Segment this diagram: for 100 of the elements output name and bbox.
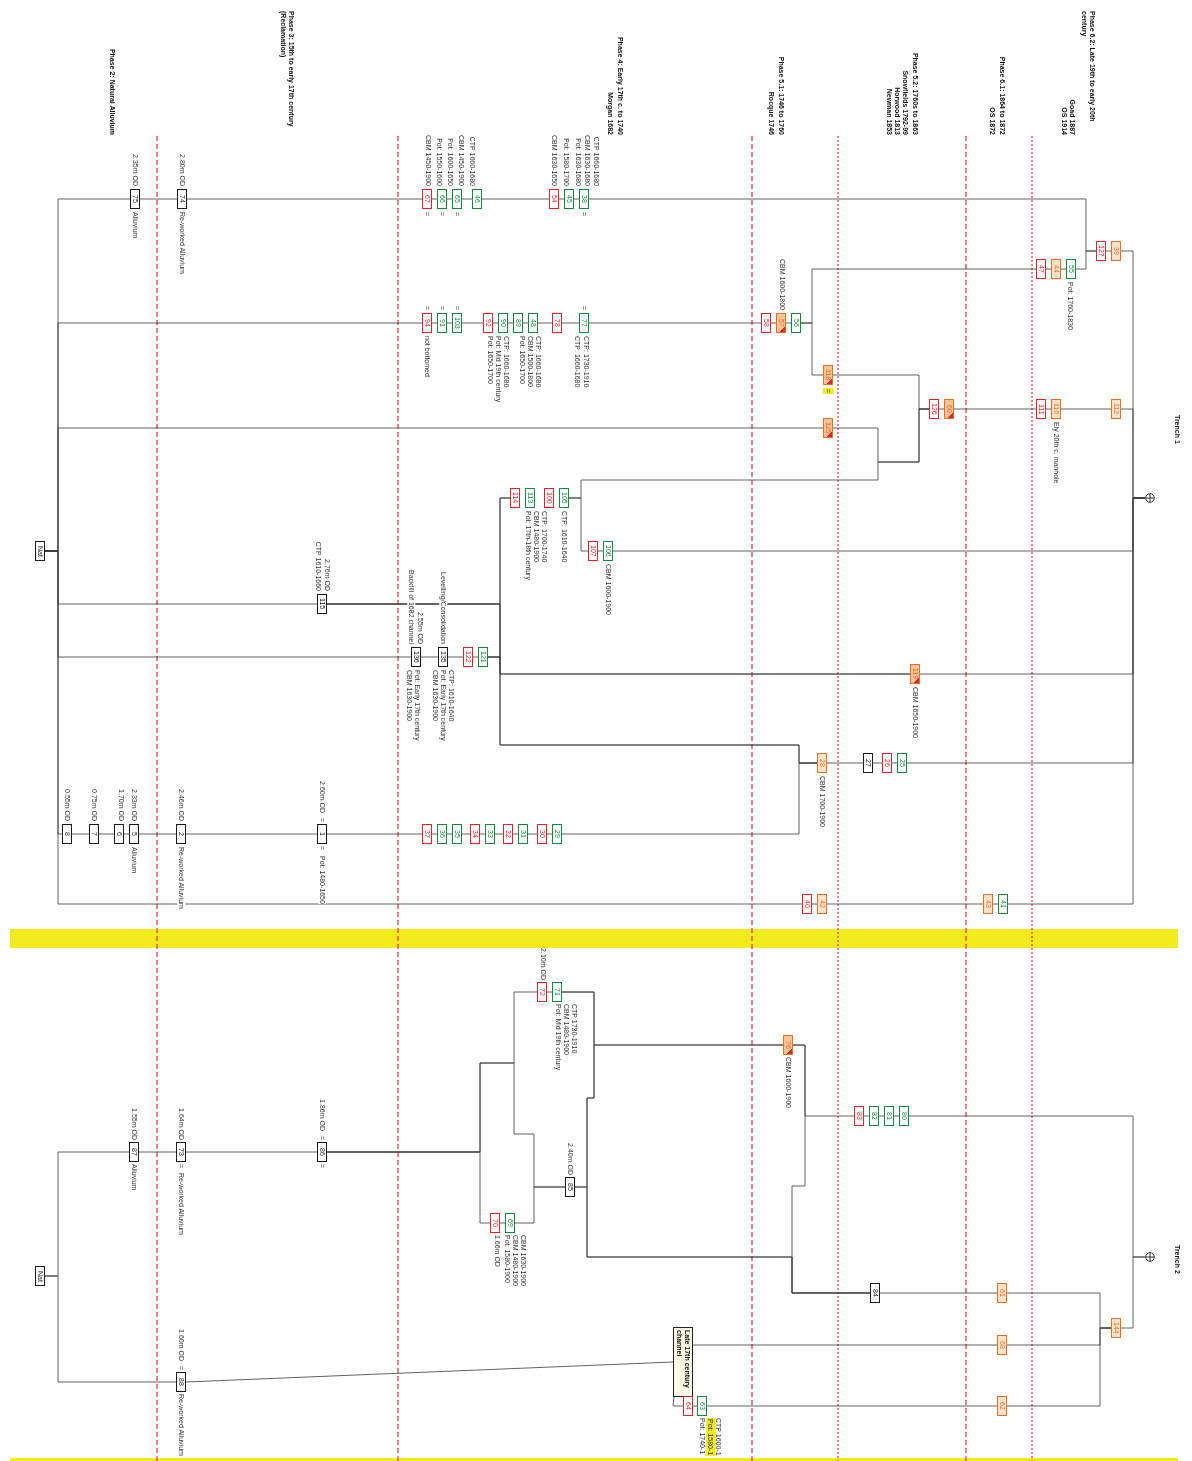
matrix-link-line — [826, 903, 984, 905]
context-box — [944, 399, 954, 419]
context-box — [437, 313, 447, 333]
matrix-link-line — [1060, 268, 1067, 270]
context-box — [761, 313, 771, 333]
matrix-link-line — [479, 833, 486, 835]
matrix-link-line — [537, 322, 553, 324]
matrix-link-line — [446, 198, 453, 200]
context-box — [823, 365, 833, 385]
matrix-link-line — [811, 903, 818, 905]
context-box — [483, 313, 493, 333]
matrix-link-line — [185, 1151, 318, 1153]
context-box — [869, 1106, 879, 1126]
context-box — [552, 824, 562, 844]
context-box — [513, 313, 523, 333]
context-box — [863, 753, 873, 773]
context-box — [490, 1213, 500, 1233]
matrix-link-line — [1006, 1327, 1112, 1407]
matrix-link-line — [953, 408, 1037, 410]
matrix-link-line — [71, 833, 90, 835]
matrix-link-line — [770, 322, 777, 324]
matrix-link-line — [597, 550, 604, 552]
matrix-link-line — [1075, 250, 1097, 270]
matrix-link-line — [1045, 408, 1052, 410]
context-box — [452, 824, 462, 844]
matrix-link-line — [447, 656, 464, 658]
context-box — [1036, 259, 1046, 279]
context-box — [1051, 259, 1061, 279]
matrix-link-line — [588, 322, 762, 324]
context-box — [997, 1335, 1007, 1355]
context-box — [62, 824, 72, 844]
context-box — [317, 1142, 327, 1162]
context-box — [472, 189, 482, 209]
context-box — [697, 1396, 707, 1416]
context-box — [783, 1035, 793, 1055]
context-box — [422, 313, 432, 333]
context-box — [1036, 399, 1046, 419]
context-box — [176, 824, 186, 844]
context-box — [552, 313, 562, 333]
matrix-link-line — [138, 833, 177, 835]
matrix-link-line — [558, 198, 565, 200]
context-box — [683, 1396, 693, 1416]
matrix-link-line — [481, 198, 550, 200]
context-box — [564, 189, 574, 209]
matrix-link-line — [546, 833, 553, 835]
matrix-link-line — [1045, 268, 1052, 270]
context-box — [776, 313, 786, 333]
matrix-link-line — [123, 833, 130, 835]
context-box — [528, 313, 538, 333]
matrix-link-line — [872, 762, 883, 764]
matrix-link-line — [1007, 497, 1146, 905]
context-box — [498, 313, 508, 333]
context-box — [870, 1283, 880, 1303]
context-box — [485, 824, 495, 844]
matrix-link-line — [494, 833, 504, 835]
matrix-link-line — [692, 1344, 998, 1346]
matrix-link-line — [1120, 1256, 1146, 1329]
context-box — [452, 313, 462, 333]
matrix-link-line — [863, 1115, 870, 1117]
matrix-link-line — [186, 198, 423, 200]
context-box — [1111, 241, 1121, 261]
matrix-link-line — [893, 1115, 900, 1117]
context-box — [884, 1106, 894, 1126]
matrix-link-line — [878, 1115, 885, 1117]
matrix-link-line — [573, 198, 580, 200]
matrix-link-line — [461, 198, 473, 200]
matrix-link-line — [446, 833, 453, 835]
context-box — [537, 982, 547, 1002]
context-box — [929, 399, 939, 419]
context-box — [505, 1213, 515, 1233]
context-box — [518, 824, 528, 844]
context-box — [130, 189, 140, 209]
context-box — [854, 1106, 864, 1126]
context-box — [983, 894, 993, 914]
context-box — [510, 488, 520, 508]
matrix-link-line — [568, 497, 589, 552]
context-box — [579, 313, 589, 333]
matrix-link-line — [879, 1292, 998, 1294]
matrix-link-line — [1060, 408, 1112, 410]
context-box — [452, 189, 462, 209]
context-box — [1096, 241, 1106, 261]
context-box — [549, 189, 559, 209]
matrix-link-line — [785, 322, 792, 324]
context-box — [802, 894, 812, 914]
context-box — [899, 1106, 909, 1126]
context-box — [176, 1372, 186, 1392]
context-box — [537, 824, 547, 844]
context-box — [437, 824, 447, 844]
matrix-link-line — [446, 322, 453, 324]
context-box — [998, 894, 1008, 914]
matrix-link-line — [431, 833, 438, 835]
context-box — [1051, 399, 1061, 419]
matrix-link-line — [98, 833, 115, 835]
matrix-link-line — [522, 322, 529, 324]
context-box — [1111, 399, 1121, 419]
matrix-link-line — [561, 322, 580, 324]
context-box — [1111, 1318, 1121, 1338]
context-box — [910, 664, 920, 684]
matrix-link-line — [891, 762, 898, 764]
matrix-link-line — [472, 656, 479, 658]
